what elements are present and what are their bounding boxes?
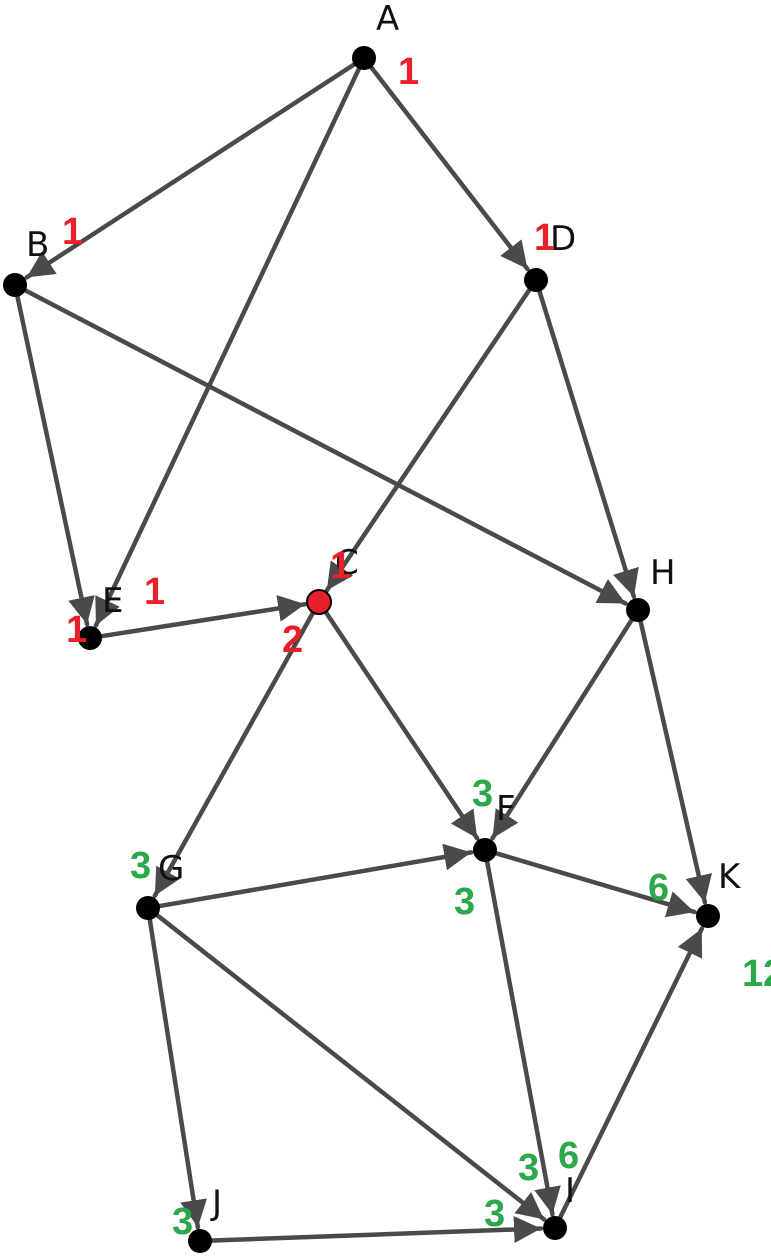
edge-G-F [155, 843, 474, 909]
annotation-e1: 1 [144, 571, 165, 613]
edge-F-I [484, 857, 561, 1217]
node-label-A: A [376, 0, 399, 39]
node-J[interactable] [188, 1229, 212, 1253]
node-E[interactable] [78, 626, 102, 650]
edge-layer [14, 61, 713, 1243]
edge-I-K [557, 926, 705, 1222]
node-H[interactable] [626, 598, 650, 622]
edge-H-K [637, 617, 713, 905]
edge-D-C [324, 286, 533, 593]
node-I[interactable] [543, 1216, 567, 1240]
edge-C-G [152, 608, 317, 899]
node-label-E: E [102, 581, 123, 621]
annotation-layer: 11111123336123633 [62, 51, 771, 1243]
node-C[interactable] [306, 589, 332, 615]
node-label-C: C [335, 543, 359, 583]
label-layer: A B D E C H F G K J I [26, 0, 742, 1223]
edge-A-B [24, 61, 358, 280]
node-layer [3, 46, 720, 1253]
annotation-f2: 3 [454, 881, 475, 923]
annotation-d: 1 [534, 217, 555, 259]
annotation-e2: 1 [66, 609, 87, 651]
node-label-B: B [26, 225, 49, 265]
node-D[interactable] [524, 268, 548, 292]
annotation-i1: 3 [518, 1147, 539, 1189]
node-label-I: I [565, 1171, 575, 1211]
edge-H-F [490, 616, 635, 841]
edge-D-H [536, 287, 639, 599]
annotation-c1: 1 [330, 545, 351, 587]
node-A[interactable] [352, 46, 376, 70]
node-B[interactable] [3, 273, 27, 297]
node-G[interactable] [136, 896, 160, 920]
node-F[interactable] [473, 838, 497, 862]
annotation-k2: 12 [742, 953, 771, 995]
annotation-k1: 6 [648, 867, 669, 909]
edge-B-E [14, 292, 95, 627]
edge-A-E [93, 64, 362, 628]
edge-G-I [153, 911, 547, 1222]
node-label-G: G [158, 849, 184, 889]
edge-F-K [492, 850, 697, 918]
node-label-D: D [550, 219, 576, 259]
annotation-j: 3 [172, 1201, 193, 1243]
edge-C-F [322, 608, 480, 841]
node-label-H: H [650, 553, 676, 593]
node-K[interactable] [696, 904, 720, 928]
edge-G-J [147, 915, 208, 1230]
edge-J-I [207, 1216, 544, 1243]
node-label-J: J [210, 1183, 222, 1223]
annotation-i2: 6 [558, 1135, 579, 1177]
node-label-F: F [496, 789, 516, 829]
edge-B-H [21, 287, 628, 606]
node-label-K: K [718, 857, 742, 897]
annotation-i3: 3 [484, 1193, 505, 1235]
annotation-a: 1 [398, 51, 419, 93]
edge-A-D [367, 63, 530, 272]
annotation-c2: 2 [282, 619, 303, 661]
annotation-b: 1 [62, 211, 83, 253]
annotation-g: 3 [130, 845, 151, 887]
edge-E-C [97, 595, 308, 639]
annotation-f1: 3 [472, 773, 493, 815]
